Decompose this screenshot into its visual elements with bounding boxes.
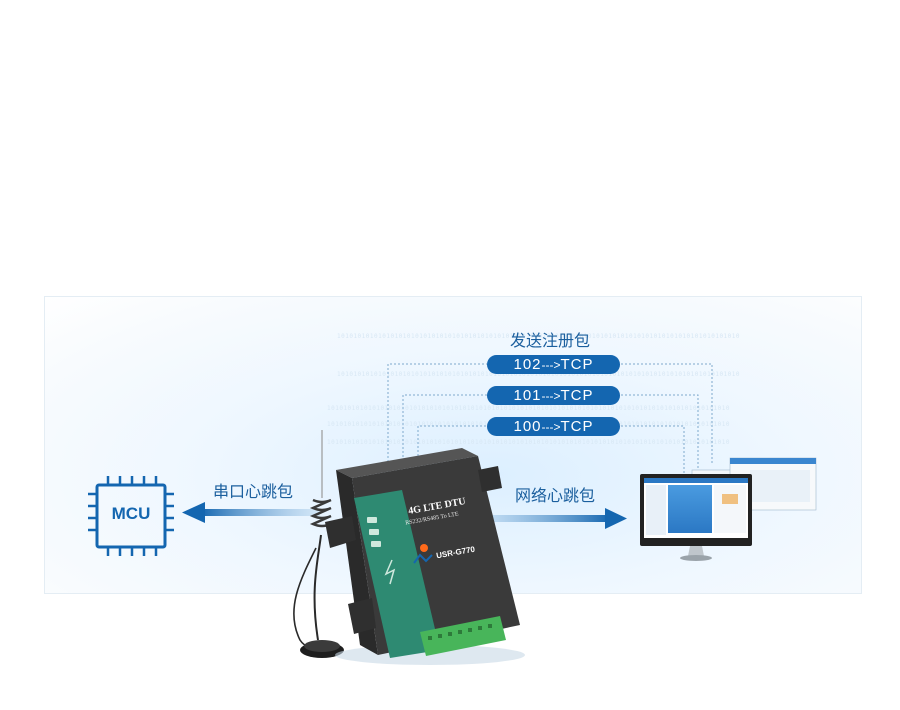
monitor-icon <box>640 457 817 561</box>
packet-proto: TCP <box>560 418 594 435</box>
serial-heartbeat-label: 串口心跳包 <box>213 482 294 501</box>
dtu-device <box>325 448 525 665</box>
network-arrow <box>470 508 627 529</box>
chip-icon <box>88 476 174 556</box>
antenna-icon <box>293 430 344 658</box>
packet-arrow: ---> <box>541 420 561 434</box>
binary-stream: 1010101010101010101010101010101010101010… <box>337 371 741 378</box>
packet-id: 100 <box>513 418 542 435</box>
network-heartbeat-label: 网络心跳包 <box>515 486 596 505</box>
binary-stream: 1010101010101010101010101010101010101010… <box>337 333 741 340</box>
packet-arrow: ---> <box>541 389 561 403</box>
packet-id: 101 <box>513 387 542 404</box>
packet-badge: 100--->TCP <box>487 417 620 436</box>
packet-badge: 102--->TCP <box>487 355 620 374</box>
serial-arrow <box>182 502 320 523</box>
packet-id: 102 <box>513 356 542 373</box>
register-packet-title: 发送注册包 <box>510 331 591 350</box>
packet-badge: 101--->TCP <box>487 386 620 405</box>
packet-proto: TCP <box>560 356 594 373</box>
binary-stream: 1010101010101010101010101010101010101010… <box>327 439 731 446</box>
binary-stream: 1010101010101010101010101010101010101010… <box>327 405 731 412</box>
mcu-label: MCU <box>111 504 151 523</box>
packet-arrow: ---> <box>541 358 561 372</box>
dashed-connectors <box>387 363 713 474</box>
packet-proto: TCP <box>560 387 594 404</box>
